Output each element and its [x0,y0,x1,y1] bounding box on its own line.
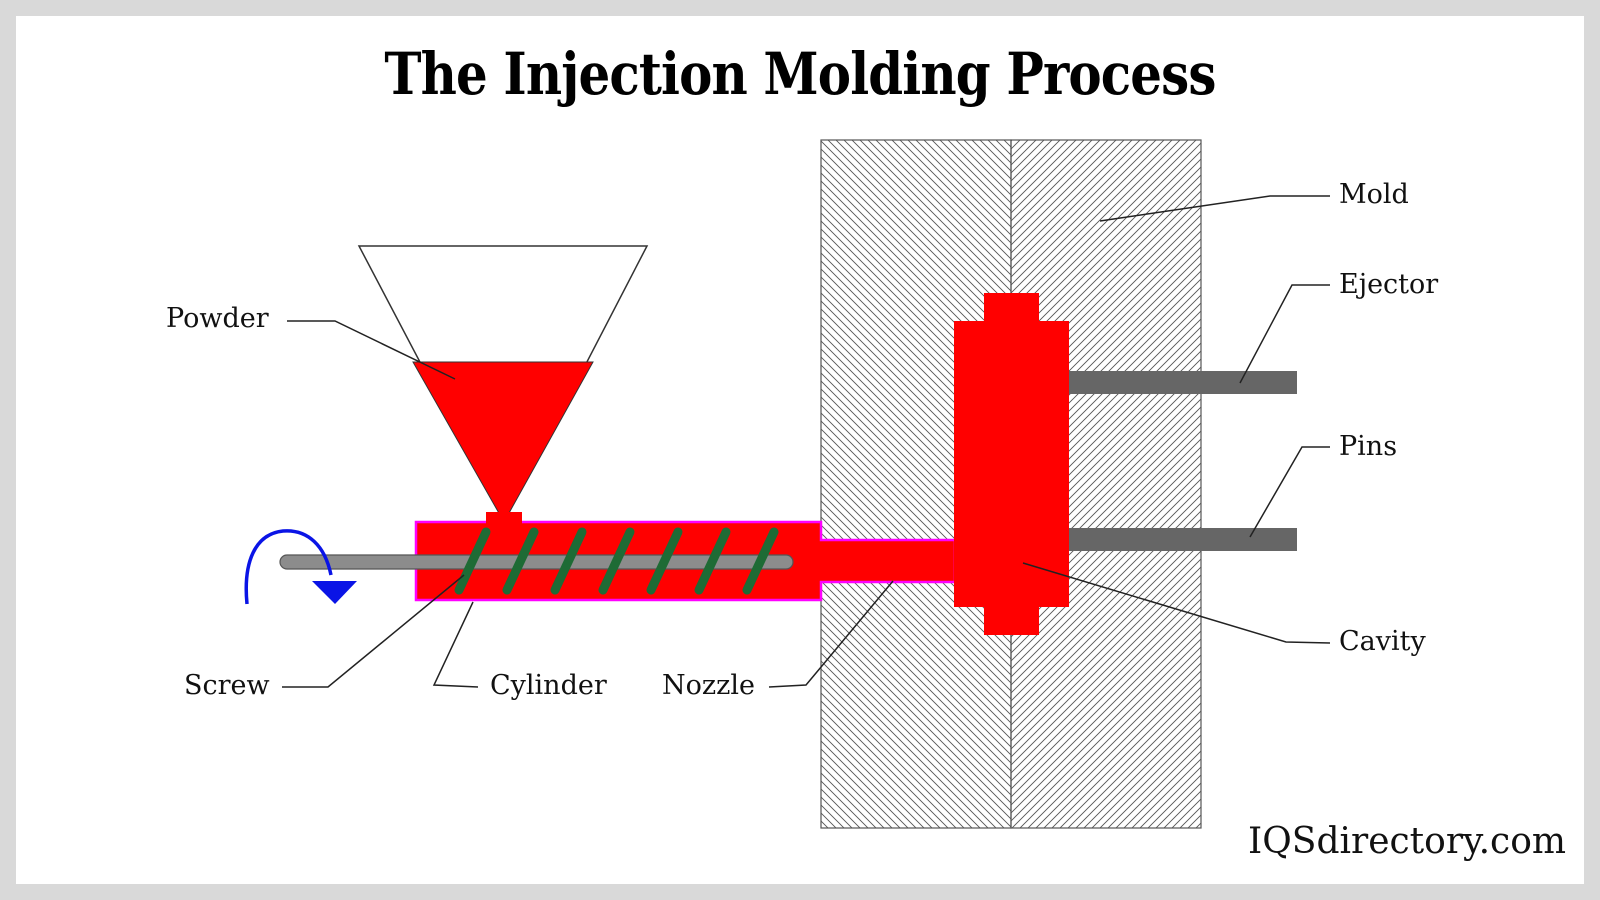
leader-pins [1249,446,1330,538]
leader-powder [287,320,456,380]
screw-flight [742,527,779,595]
ejector-rod [1069,371,1297,394]
screw-flight [646,527,683,595]
screw-flight [694,527,731,595]
screw-flights [454,527,779,595]
label-cylinder: Cylinder [490,670,607,701]
watermark: IQSdirectory.com [1248,821,1566,862]
label-ejector: Ejector [1339,269,1439,300]
leader-mold [1099,195,1330,222]
rotation-arrow-icon [244,529,357,605]
leader-ejector [1239,284,1330,384]
screw-flight [550,527,587,595]
label-nozzle: Nozzle [662,670,755,701]
leader-cylinder [432,601,479,688]
screw-flight [454,527,491,595]
hopper [357,245,649,526]
screw-flight [598,527,635,595]
pin-rod [1069,528,1297,551]
leader-screw [282,574,465,688]
leader-nozzle [768,580,894,688]
hopper-throat [486,512,522,526]
label-cavity: Cavity [1339,626,1426,657]
diagram-frame [16,16,1584,884]
label-powder: Powder [166,303,269,334]
label-mold: Mold [1339,179,1409,210]
label-screw: Screw [184,670,270,701]
screw-flight [502,527,539,595]
label-pins: Pins [1339,431,1398,462]
leader-cavity [1022,562,1331,644]
powder-fill [412,361,594,524]
page-title: The Injection Molding Process [384,40,1216,108]
cavity-part [954,293,1069,635]
